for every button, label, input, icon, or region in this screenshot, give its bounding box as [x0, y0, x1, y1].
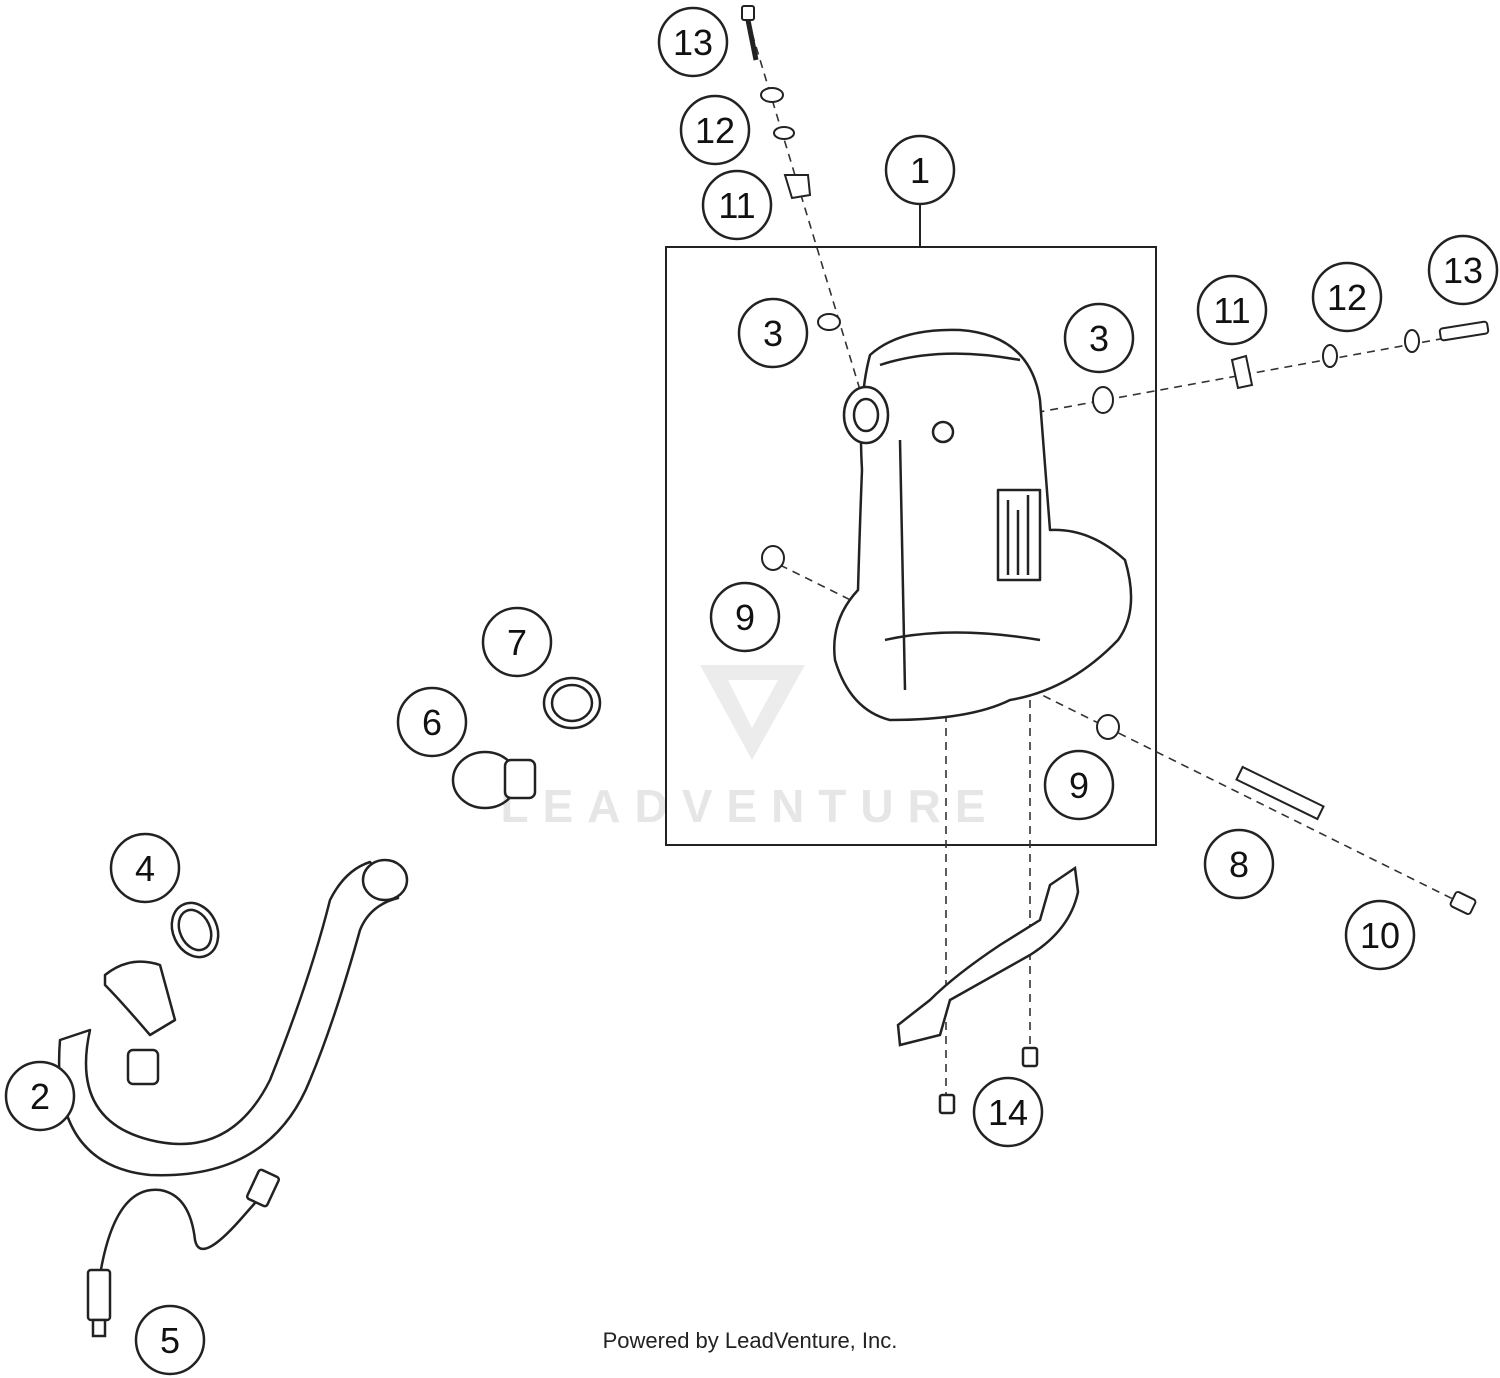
leadventure-logo-icon: [700, 665, 805, 760]
assembly-box: [665, 246, 1157, 846]
callout-13: 13: [1427, 234, 1499, 306]
watermark: LEADVENTURE: [500, 665, 999, 832]
callout-label: 2: [30, 1076, 50, 1117]
muffler-bracket: [896, 865, 1080, 1115]
muffler-mount-hardware: [761, 545, 1477, 916]
callout-label: 8: [1229, 844, 1249, 885]
callout-3: 3: [1063, 302, 1135, 374]
callout-label: 1: [910, 150, 930, 191]
watermark-text: LEADVENTURE: [500, 780, 999, 832]
callout-label: 9: [735, 597, 755, 638]
callout-label: 3: [763, 313, 783, 354]
footer-credit: Powered by LeadVenture, Inc.: [602, 1328, 898, 1353]
callout-label: 14: [988, 1092, 1028, 1133]
callout-label: 11: [1213, 290, 1250, 331]
callout-label: 11: [718, 185, 755, 226]
callout-label: 10: [1360, 915, 1400, 956]
callout-label: 4: [135, 848, 155, 889]
callout-label: 6: [422, 702, 442, 743]
callout-6: 6: [396, 686, 468, 758]
callout-13: 13: [657, 6, 729, 78]
callout-11: 11: [1196, 274, 1268, 346]
callout-label: 13: [673, 22, 713, 63]
oxygen-sensor: [86, 1168, 280, 1338]
callout-8: 8: [1203, 828, 1275, 900]
callout-12: 12: [679, 94, 751, 166]
muffler-body: [833, 328, 1133, 722]
upper-fastener-stack: [741, 5, 841, 331]
callout-7: 7: [481, 606, 553, 678]
clamp-and-sleeve: [451, 676, 602, 810]
callout-5: 5: [134, 1304, 206, 1376]
callout-11: 11: [701, 169, 773, 241]
callout-label: 12: [1327, 277, 1367, 318]
callout-9: 9: [1043, 749, 1115, 821]
callout-label: 13: [1443, 250, 1483, 291]
callout-12: 12: [1311, 261, 1383, 333]
callout-2: 2: [4, 1060, 76, 1132]
callout-label: 7: [507, 622, 527, 663]
callout-10: 10: [1344, 899, 1416, 971]
callout-3: 3: [737, 297, 809, 369]
callout-14: 14: [972, 1076, 1044, 1148]
callout-4: 4: [109, 832, 181, 904]
callout-label: 9: [1069, 765, 1089, 806]
callout-1: 1: [884, 134, 956, 206]
gasket: [170, 901, 220, 959]
callout-label: 3: [1089, 318, 1109, 359]
callout-9: 9: [709, 581, 781, 653]
header-pipe: [57, 858, 409, 1177]
callout-label: 5: [160, 1320, 180, 1361]
callout-label: 12: [695, 110, 735, 151]
right-fastener-stack: [1092, 320, 1490, 414]
